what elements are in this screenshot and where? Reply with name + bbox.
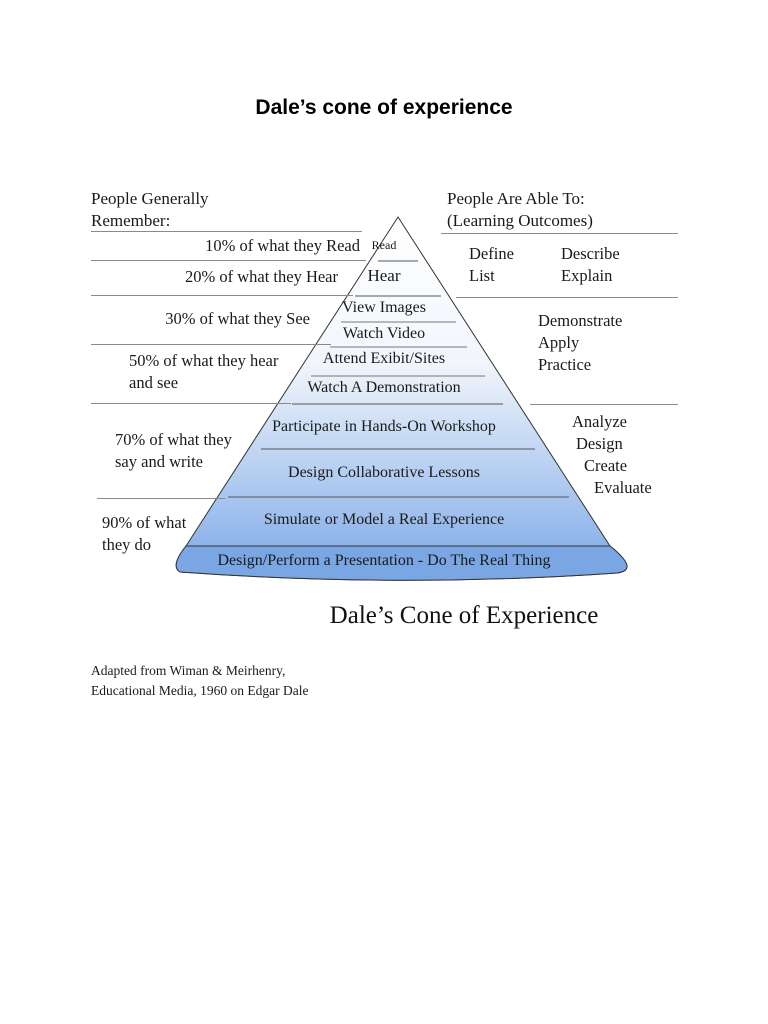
remember-90: 90% of what they do (102, 513, 187, 554)
outcome-design: Design (576, 434, 623, 453)
remember-30: 30% of what they See (165, 309, 310, 328)
outcomes-group1-col2: Describe Explain (561, 244, 620, 285)
cone-level-read: Read (371, 238, 397, 252)
outcome-analyze: Analyze (572, 412, 627, 431)
credit-line2: Educational Media, 1960 on Edgar Dale (91, 683, 309, 698)
remember-70: 70% of what they say and write (115, 430, 232, 471)
cone-level-simulate: Simulate or Model a Real Experience (263, 511, 505, 528)
remember-10: 10% of what they Read (205, 236, 360, 255)
cone-level-hear: Hear (367, 266, 401, 285)
rule-left-6 (97, 498, 225, 499)
rule-left-5 (91, 403, 291, 404)
outcomes-header-line1: People Are Able To: (447, 189, 585, 208)
document-title: Dale’s cone of experience (255, 96, 513, 119)
credit-line1: Adapted from Wiman & Meirhenry, (91, 663, 286, 678)
source-credit: Adapted from Wiman & Meirhenry, Educatio… (91, 661, 308, 701)
remember-header-line2: Remember: (91, 211, 171, 230)
cone-level-attend-exhibit: Attend Exibit/Sites (322, 350, 446, 367)
rule-left-3 (91, 295, 353, 296)
cone-level-workshop: Participate in Hands-On Workshop (272, 418, 496, 435)
outcome-evaluate: Evaluate (594, 478, 652, 497)
remember-header-line1: People Generally (91, 189, 209, 208)
rule-left-4 (91, 344, 331, 345)
outcomes-group2: Demonstrate Apply Practice (538, 311, 623, 374)
remember-20: 20% of what they Hear (184, 267, 338, 286)
rule-right-2 (456, 297, 678, 298)
rule-left-2 (91, 260, 366, 261)
outcomes-header: People Are Able To: (Learning Outcomes) (447, 188, 593, 232)
outcomes-group1-col1: Define List (469, 244, 514, 285)
remember-header: People Generally Remember: (91, 188, 209, 232)
rule-right-1 (441, 233, 678, 234)
rule-left-1 (91, 231, 362, 232)
cone-level-view-images: View Images (342, 299, 426, 316)
cone-level-watch-video: Watch Video (342, 325, 426, 342)
cone-level-real-thing: Design/Perform a Presentation - Do The R… (217, 552, 551, 569)
remember-50: 50% of what they hear and see (129, 351, 279, 392)
cone-level-collaborative: Design Collaborative Lessons (288, 464, 480, 481)
outcomes-header-line2: (Learning Outcomes) (447, 211, 593, 230)
rule-right-3 (530, 404, 678, 405)
diagram-caption: Dale’s Cone of Experience (329, 602, 599, 629)
outcome-create: Create (584, 456, 628, 475)
cone-level-watch-demonstration: Watch A Demonstration (307, 379, 461, 396)
